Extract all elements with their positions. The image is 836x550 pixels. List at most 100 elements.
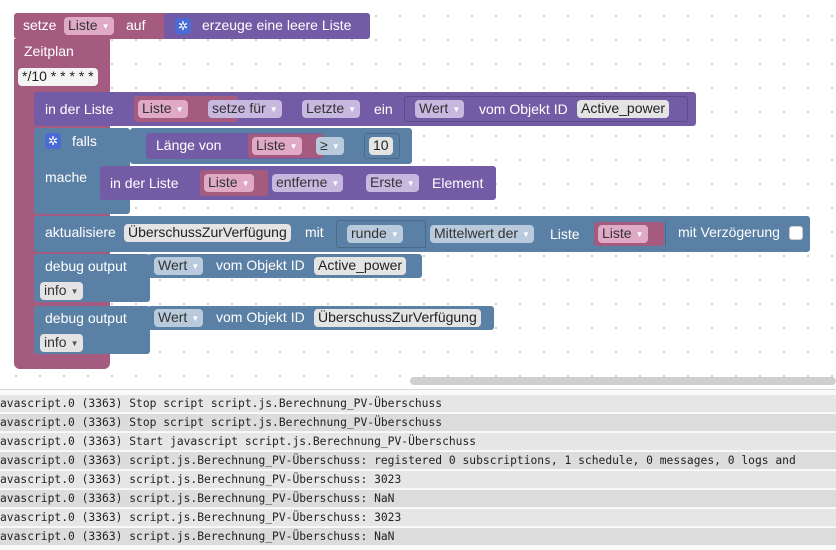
- property-dropdown[interactable]: Wert▼: [154, 257, 204, 275]
- chevron-down-icon: ▼: [241, 179, 250, 188]
- chevron-down-icon: ▼: [331, 179, 340, 188]
- variable-dropdown[interactable]: Liste▼: [204, 174, 254, 192]
- variable-name: Liste: [142, 100, 172, 116]
- delay-label: mit Verzögerung: [678, 224, 780, 240]
- schedule-inner-spine: [26, 88, 36, 358]
- variable-name: Liste: [68, 17, 98, 33]
- chevron-down-icon: ▼: [522, 230, 530, 239]
- list-mode-dropdown[interactable]: setze für▼: [208, 100, 282, 118]
- list-where-dropdown[interactable]: Letzte▼: [302, 100, 361, 118]
- log-level-dropdown[interactable]: info▼: [40, 282, 83, 300]
- get-value-block[interactable]: Wert▼ vom Objekt ID ÜberschussZurVerfügu…: [148, 306, 494, 330]
- variable-get-block[interactable]: Liste▼: [594, 222, 664, 246]
- aktualisiere-label: aktualisiere: [45, 224, 116, 240]
- round-block[interactable]: runde▼ Mittelwert der▼ Liste Liste▼: [336, 220, 666, 248]
- log-line: avascript.0 (3363) Start javascript scri…: [0, 433, 836, 451]
- laenge-von-label: Länge von: [156, 137, 222, 153]
- get-value-block[interactable]: Wert▼ vom Objekt ID Active_power: [404, 96, 688, 122]
- log-level-dropdown[interactable]: info▼: [40, 334, 83, 352]
- chevron-down-icon: ▼: [635, 230, 644, 239]
- chevron-down-icon: ▼: [331, 142, 340, 151]
- mit-label: mit: [305, 224, 324, 240]
- log-line: avascript.0 (3363) script.js.Berechnung_…: [0, 528, 836, 546]
- object-id-field[interactable]: Active_power: [577, 100, 670, 118]
- chevron-down-icon: ▼: [191, 314, 200, 323]
- list-where-value: Letzte: [306, 100, 345, 116]
- list-mode-value: setze für: [212, 100, 266, 116]
- number-field[interactable]: 10: [369, 137, 393, 155]
- compare-block[interactable]: Länge von Liste▼ ≥▼ 10: [130, 128, 412, 164]
- in-der-liste-label: in der Liste: [45, 101, 114, 117]
- variable-dropdown[interactable]: Liste▼: [64, 17, 114, 35]
- cron-field[interactable]: */10 * * * * *: [18, 68, 98, 86]
- object-id-field[interactable]: ÜberschussZurVerfügung: [314, 309, 481, 327]
- variable-name: Liste: [208, 174, 238, 190]
- create-empty-list-block[interactable]: ✲ erzeuge eine leere Liste: [164, 13, 370, 39]
- gear-icon[interactable]: ✲: [175, 18, 191, 34]
- schedule-label: Zeitplan: [24, 43, 74, 59]
- element-label: Element: [432, 175, 484, 191]
- chevron-down-icon: ▼: [406, 179, 415, 188]
- object-id-field[interactable]: Active_power: [314, 257, 407, 275]
- property-value: Wert: [158, 309, 188, 325]
- variable-dropdown[interactable]: Liste▼: [252, 137, 302, 155]
- chevron-down-icon: ▼: [289, 142, 298, 151]
- list-remove-block[interactable]: in der Liste Liste▼ entferne▼ Erste▼ Ele…: [100, 166, 496, 200]
- property-dropdown[interactable]: Wert▼: [154, 309, 204, 327]
- gear-icon[interactable]: ✲: [45, 133, 61, 149]
- set-variable-block[interactable]: setze Liste▼ auf ✲ erzeuge eine leere Li…: [14, 13, 370, 39]
- falls-label: falls: [72, 133, 97, 149]
- log-line: avascript.0 (3363) Stop script script.js…: [0, 414, 836, 432]
- variable-dropdown[interactable]: Liste▼: [598, 225, 648, 243]
- math-dropdown[interactable]: Mittelwert der▼: [430, 225, 534, 243]
- chevron-down-icon: ▼: [70, 287, 79, 296]
- math-value: Mittelwert der: [434, 225, 519, 241]
- debug-output-label: debug output: [45, 310, 127, 326]
- log-line: avascript.0 (3363) script.js.Berechnung_…: [0, 471, 836, 489]
- list-set-block[interactable]: in der Liste Liste▼ setze für▼ Letzte▼ e…: [34, 92, 696, 126]
- number-block[interactable]: 10: [364, 133, 400, 159]
- chevron-down-icon: ▼: [348, 105, 357, 114]
- property-dropdown[interactable]: Wert▼: [415, 100, 465, 118]
- vom-objekt-label: vom Objekt ID: [479, 101, 568, 117]
- mache-label: mache: [45, 169, 88, 185]
- round-dropdown[interactable]: runde▼: [347, 225, 403, 243]
- debug-output-block-1[interactable]: debug output info▼: [34, 254, 150, 302]
- workspace-horizontal-scrollbar[interactable]: [410, 377, 836, 385]
- auf-label: auf: [126, 17, 146, 33]
- list-mode-value: entferne: [276, 174, 328, 190]
- blockly-workspace[interactable]: setze Liste▼ auf ✲ erzeuge eine leere Li…: [0, 0, 836, 388]
- log-console: avascript.0 (3363) Stop script script.js…: [0, 389, 836, 550]
- ein-label: ein: [374, 101, 393, 117]
- log-level-value: info: [44, 282, 67, 298]
- debug-output-block-2[interactable]: debug output info▼: [34, 306, 150, 354]
- chevron-down-icon: ▼: [175, 105, 184, 114]
- operator-dropdown[interactable]: ≥▼: [316, 137, 344, 155]
- create-list-label: erzeuge eine leere Liste: [202, 17, 352, 33]
- round-value: runde: [351, 225, 387, 241]
- property-value: Wert: [419, 100, 449, 116]
- vom-objekt-label: vom Objekt ID: [216, 257, 305, 273]
- length-of-block[interactable]: Länge von Liste▼: [146, 133, 324, 159]
- variable-get-block[interactable]: Liste▼: [248, 134, 324, 158]
- log-line: avascript.0 (3363) script.js.Berechnung_…: [0, 452, 836, 470]
- log-line: avascript.0 (3363) Stop script script.js…: [0, 395, 836, 413]
- variable-dropdown[interactable]: Liste▼: [138, 100, 188, 118]
- math-on-list-block[interactable]: Mittelwert der▼ Liste Liste▼: [425, 220, 665, 248]
- list-where-value: Erste: [370, 174, 403, 190]
- update-block[interactable]: aktualisiere ÜberschussZurVerfügung mit …: [34, 216, 810, 252]
- variable-get-block[interactable]: Liste▼: [200, 170, 268, 196]
- log-line: avascript.0 (3363) script.js.Berechnung_…: [0, 490, 836, 508]
- get-value-block[interactable]: Wert▼ vom Objekt ID Active_power: [148, 254, 422, 278]
- object-id-field[interactable]: ÜberschussZurVerfügung: [124, 224, 291, 242]
- chevron-down-icon: ▼: [269, 105, 278, 114]
- operator-value: ≥: [320, 137, 328, 153]
- setze-label: setze: [23, 17, 57, 33]
- log-level-value: info: [44, 334, 67, 350]
- list-mode-dropdown[interactable]: entferne▼: [272, 174, 344, 192]
- delay-checkbox[interactable]: [789, 226, 803, 240]
- variable-name: Liste: [256, 137, 286, 153]
- list-where-dropdown[interactable]: Erste▼: [366, 174, 419, 192]
- chevron-down-icon: ▼: [191, 262, 200, 271]
- in-der-liste-label: in der Liste: [110, 175, 179, 191]
